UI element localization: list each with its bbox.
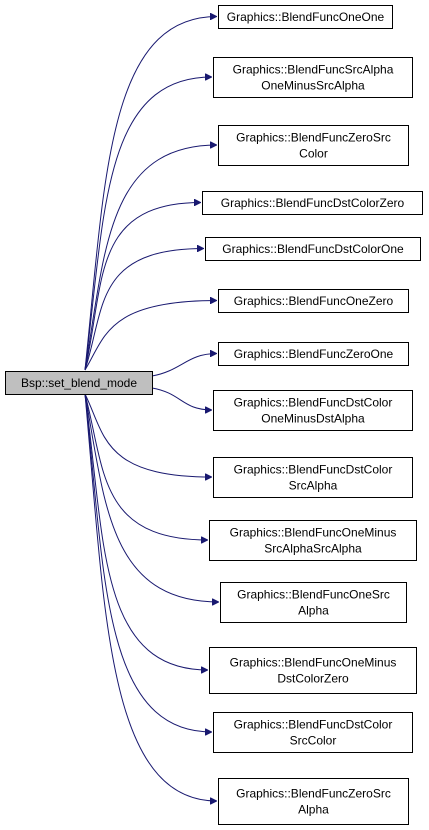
node-label: Graphics::BlendFuncOneMinus xyxy=(230,526,397,540)
call-edge xyxy=(84,393,212,477)
node-box xyxy=(209,647,417,694)
node-label: Graphics::BlendFuncDstColor xyxy=(234,718,393,732)
call-edge xyxy=(151,387,212,410)
node-label: DstColorZero xyxy=(277,672,349,686)
call-edge xyxy=(84,203,201,371)
call-edges xyxy=(84,17,219,802)
node-label: OneMinusSrcAlpha xyxy=(261,79,365,93)
target-node[interactable]: Graphics::BlendFuncDstColorOneMinusDstAl… xyxy=(213,390,413,431)
node-box xyxy=(218,778,409,825)
call-edge xyxy=(84,393,208,540)
node-box xyxy=(213,57,413,98)
node-box xyxy=(213,390,413,431)
call-edge xyxy=(84,393,208,670)
node-box xyxy=(218,125,409,166)
node-box xyxy=(209,520,417,561)
call-edge xyxy=(84,249,204,371)
node-label: Graphics::BlendFuncOneZero xyxy=(234,294,394,308)
node-label: Graphics::BlendFuncDstColor xyxy=(234,463,393,477)
node-label: Graphics::BlendFuncOneMinus xyxy=(230,656,397,670)
node-box xyxy=(218,289,409,313)
target-node[interactable]: Graphics::BlendFuncSrcAlphaOneMinusSrcAl… xyxy=(213,57,413,98)
node-label: SrcAlphaSrcAlpha xyxy=(264,542,362,556)
target-node[interactable]: Graphics::BlendFuncOneZero xyxy=(218,289,409,313)
source-node: Bsp::set_blend_mode xyxy=(5,371,153,395)
call-edge xyxy=(84,145,217,371)
node-label: Graphics::BlendFuncDstColorZero xyxy=(221,196,405,210)
node-box xyxy=(218,342,409,366)
node-label: Alpha xyxy=(298,803,329,817)
node-box xyxy=(218,5,393,29)
target-node[interactable]: Graphics::BlendFuncDstColorOne xyxy=(205,237,421,261)
node-label: Bsp::set_blend_mode xyxy=(21,376,137,390)
target-node[interactable]: Graphics::BlendFuncZeroOne xyxy=(218,342,409,366)
call-edge xyxy=(84,77,212,371)
call-edge xyxy=(151,354,217,377)
node-label: Graphics::BlendFuncOneOne xyxy=(227,10,385,24)
node-label: Graphics::BlendFuncOneSrc xyxy=(237,588,390,602)
node-box xyxy=(220,582,407,623)
target-node[interactable]: Graphics::BlendFuncDstColorZero xyxy=(202,191,423,215)
graph-nodes: Bsp::set_blend_modeGraphics::BlendFuncOn… xyxy=(5,5,423,825)
node-box xyxy=(213,712,413,753)
node-box xyxy=(213,457,413,498)
target-node[interactable]: Graphics::BlendFuncOneOne xyxy=(218,5,393,29)
node-box xyxy=(5,371,153,395)
node-label: Graphics::BlendFuncZeroOne xyxy=(234,347,394,361)
node-label: Graphics::BlendFuncDstColorOne xyxy=(222,242,404,256)
node-label: OneMinusDstAlpha xyxy=(261,412,365,426)
node-label: SrcColor xyxy=(290,734,337,748)
node-label: Color xyxy=(299,147,328,161)
target-node[interactable]: Graphics::BlendFuncOneMinusSrcAlphaSrcAl… xyxy=(209,520,417,561)
node-label: Graphics::BlendFuncZeroSrc xyxy=(236,131,391,145)
node-box xyxy=(202,191,423,215)
node-label: Graphics::BlendFuncDstColor xyxy=(234,396,393,410)
node-label: Graphics::BlendFuncSrcAlpha xyxy=(233,63,394,77)
node-label: Graphics::BlendFuncZeroSrc xyxy=(236,787,391,801)
call-edge xyxy=(84,393,217,801)
call-edge xyxy=(84,301,217,371)
call-edge xyxy=(84,17,217,371)
node-label: SrcAlpha xyxy=(289,479,338,493)
node-label: Alpha xyxy=(298,604,329,618)
node-box xyxy=(205,237,421,261)
call-edge xyxy=(84,393,219,602)
call-edge xyxy=(84,393,212,732)
